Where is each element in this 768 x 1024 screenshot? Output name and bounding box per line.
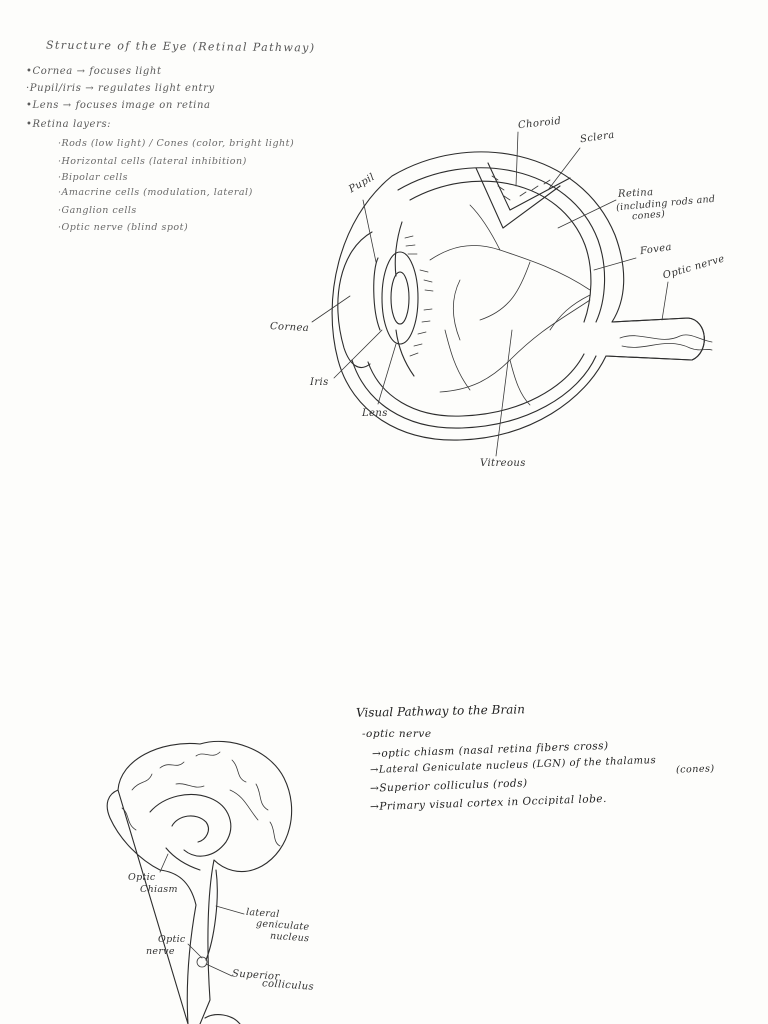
eye-cornea-outline: [337, 231, 373, 368]
note-retina-layers: •Retina layers:: [26, 119, 112, 130]
note-lens: •Lens → focuses image on retina: [26, 100, 211, 111]
label-cornea: Cornea: [269, 320, 310, 335]
retina-layer-ganglion: ·Ganglion cells: [58, 205, 137, 216]
label-iris: Iris: [310, 377, 329, 388]
retina-layer-horizontal: ·Horizontal cells (lateral inhibition): [58, 156, 247, 167]
pathway-step-lgn-cones: (cones): [675, 763, 715, 776]
eye-lens-shape: [381, 251, 419, 345]
note-pupil-iris: ·Pupil/iris → regulates light entry: [26, 83, 215, 94]
note-cornea: •Cornea → focuses light: [26, 66, 162, 77]
eye-sclera-outline: [331, 151, 705, 441]
eye-choroid-outline: [397, 167, 606, 323]
label-retina: Retina: [617, 187, 654, 200]
retina-layer-amacrine: ·Amacrine cells (modulation, lateral): [58, 187, 253, 198]
label-optic-nerve-brain-1: Optic: [158, 934, 186, 945]
retina-layer-optic-nerve: ·Optic nerve (blind spot): [58, 222, 189, 233]
label-lens: Lens: [362, 408, 388, 419]
retina-layer-rods-cones: ·Rods (low light) / Cones (color, bright…: [58, 138, 295, 149]
label-optic-chiasm-2: Chiasm: [140, 884, 178, 895]
retina-layer-bipolar: ·Bipolar cells: [58, 172, 128, 183]
pathway-step-optic-nerve: -optic nerve: [362, 728, 432, 740]
eye-label-leaders: [311, 131, 669, 457]
eye-iris-shape: [373, 257, 381, 331]
label-optic-nerve-brain-2: nerve: [146, 946, 175, 957]
label-vitreous: Vitreous: [480, 458, 526, 469]
eye-retina-outline: [409, 180, 592, 323]
eye-blood-vessels: [429, 204, 591, 406]
label-optic-chiasm-1: Optic: [128, 872, 156, 883]
eye-optic-nerve-shape: [605, 317, 705, 361]
